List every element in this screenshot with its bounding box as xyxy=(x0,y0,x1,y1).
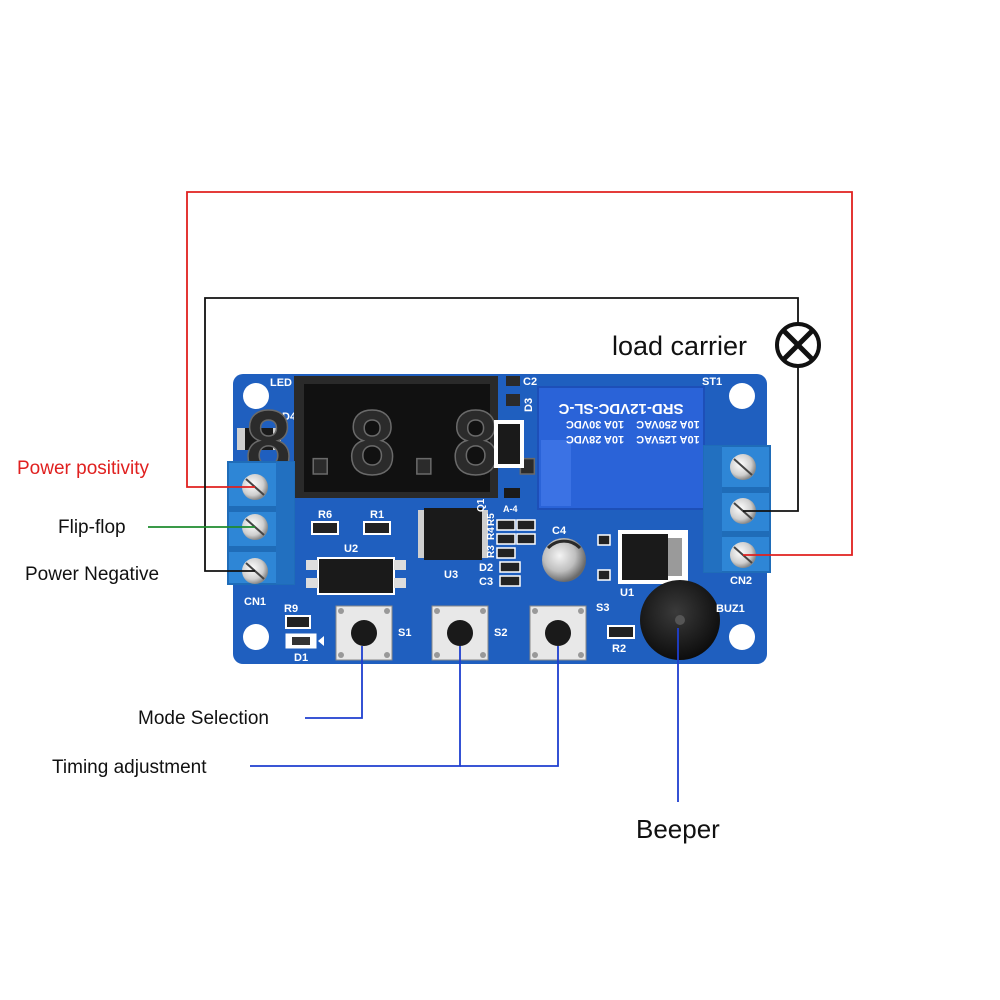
wire-red-power-positive xyxy=(186,191,853,556)
resistor-r5 xyxy=(496,519,516,531)
silk-r2: R2 xyxy=(612,643,626,655)
silk-st1: ST1 xyxy=(702,376,722,388)
relay-spec-1: 10A 250VAC xyxy=(636,418,700,430)
label-power-positivity: Power positivity xyxy=(17,458,149,479)
leader-mode-selection xyxy=(305,646,363,719)
label-power-negative: Power Negative xyxy=(25,564,159,585)
label-load-carrier: load carrier xyxy=(612,331,747,361)
wire-black-power-negative xyxy=(204,297,799,572)
silk-c4: C4 xyxy=(552,525,567,537)
silk-s3: S3 xyxy=(596,602,609,614)
relay-spec-3: 10A 30VDC xyxy=(566,418,624,430)
mount-hole-tr xyxy=(729,383,755,409)
resistor-r1 xyxy=(363,521,391,535)
cap-c2 xyxy=(506,376,520,386)
mount-hole-br xyxy=(729,624,755,650)
chip-u2 xyxy=(317,557,395,595)
silk-a4: A-4 xyxy=(503,504,518,514)
silk-r4: R4 xyxy=(486,527,497,540)
relay-spec-2: 10A 125VAC xyxy=(636,433,700,445)
label-beeper: Beeper xyxy=(636,814,720,844)
silk-d3: D3 xyxy=(523,398,535,412)
cap-c3 xyxy=(499,575,521,587)
seven-segment-display: 8.8.8. xyxy=(242,376,554,498)
label-mode-selection: Mode Selection xyxy=(138,708,269,729)
silk-r5: R5 xyxy=(486,513,497,526)
silk-u3: U3 xyxy=(444,569,458,581)
silk-c2: C2 xyxy=(523,376,537,388)
silk-d4: D4 xyxy=(282,411,297,423)
button-s1-cap[interactable] xyxy=(351,620,377,646)
resistor-r4 xyxy=(496,533,516,545)
diode-d4 xyxy=(237,428,281,450)
chip-u3 xyxy=(418,508,488,560)
relay-model: SRD-12VDC-SL-C xyxy=(558,400,683,417)
button-s2-cap[interactable] xyxy=(447,620,473,646)
terminal-block-cn2 xyxy=(703,445,771,573)
silk-led: LED xyxy=(270,377,292,389)
silk-r1: R1 xyxy=(370,509,384,521)
resistor-r6 xyxy=(311,521,339,535)
terminal-block-cn1 xyxy=(227,461,295,585)
silk-u1: U1 xyxy=(620,587,634,599)
wire-black-load-com xyxy=(743,367,799,512)
button-s1[interactable] xyxy=(335,605,393,661)
label-flip-flop: Flip-flop xyxy=(58,517,126,538)
silk-s1: S1 xyxy=(398,627,411,639)
capacitor-c4 xyxy=(542,538,586,582)
silk-u2: U2 xyxy=(344,543,358,555)
resistor-r9 xyxy=(285,615,311,629)
relay-module-board: D4 LED 8.8.8. C2 D3 SRD-12VDC-SL-C 10A 3… xyxy=(227,374,771,664)
transistor-q1 xyxy=(504,488,520,498)
silk-r9: R9 xyxy=(284,603,298,615)
resistor-r3 xyxy=(496,547,516,559)
silk-cn1: CN1 xyxy=(244,596,266,608)
diode-d3 xyxy=(506,394,520,406)
silk-d1: D1 xyxy=(294,652,308,664)
mount-hole-bl xyxy=(243,624,269,650)
relay-spec-4: 10A 28VDC xyxy=(566,433,624,445)
mount-hole-tl xyxy=(243,383,269,409)
silk-r6: R6 xyxy=(318,509,332,521)
diode-d2 xyxy=(499,561,521,573)
resistor-r2 xyxy=(607,625,635,639)
leader-timing-s3 xyxy=(460,646,559,767)
silk-d2: D2 xyxy=(479,562,493,574)
silk-r3: R3 xyxy=(486,545,497,558)
silk-c3: C3 xyxy=(479,576,493,588)
regulator-u1 xyxy=(618,530,688,584)
lamp-icon xyxy=(775,322,821,368)
button-s3-cap[interactable] xyxy=(545,620,571,646)
silk-s2: S2 xyxy=(494,627,507,639)
relay: SRD-12VDC-SL-C 10A 30VDC 10A 28VDC 10A 2… xyxy=(537,386,705,510)
silk-q1: Q1 xyxy=(476,498,487,512)
silk-cn2: CN2 xyxy=(730,575,752,587)
label-timing-adjustment: Timing adjustment xyxy=(52,757,207,778)
transistor-pad xyxy=(498,424,520,464)
silk-buz1: BUZ1 xyxy=(716,603,745,615)
